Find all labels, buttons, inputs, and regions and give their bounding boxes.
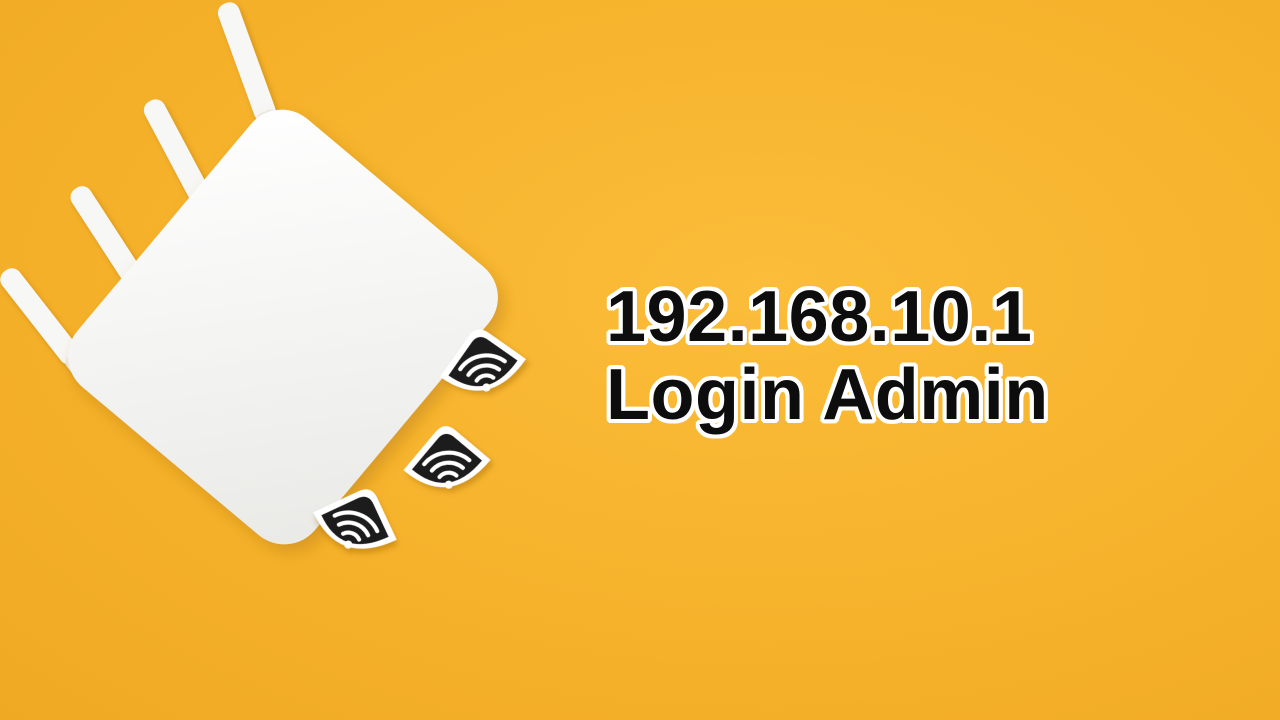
- headline: 192.168.10.1 Login Admin: [606, 278, 1106, 434]
- headline-ip-address: 192.168.10.1: [606, 277, 1033, 357]
- router-icon: [68, 109, 498, 545]
- wifi-sticker-icon: [313, 489, 397, 549]
- headline-login-admin: Login Admin: [606, 355, 1049, 435]
- wifi-sticker-icon: [403, 426, 491, 489]
- wifi-sticker-icon: [440, 329, 526, 392]
